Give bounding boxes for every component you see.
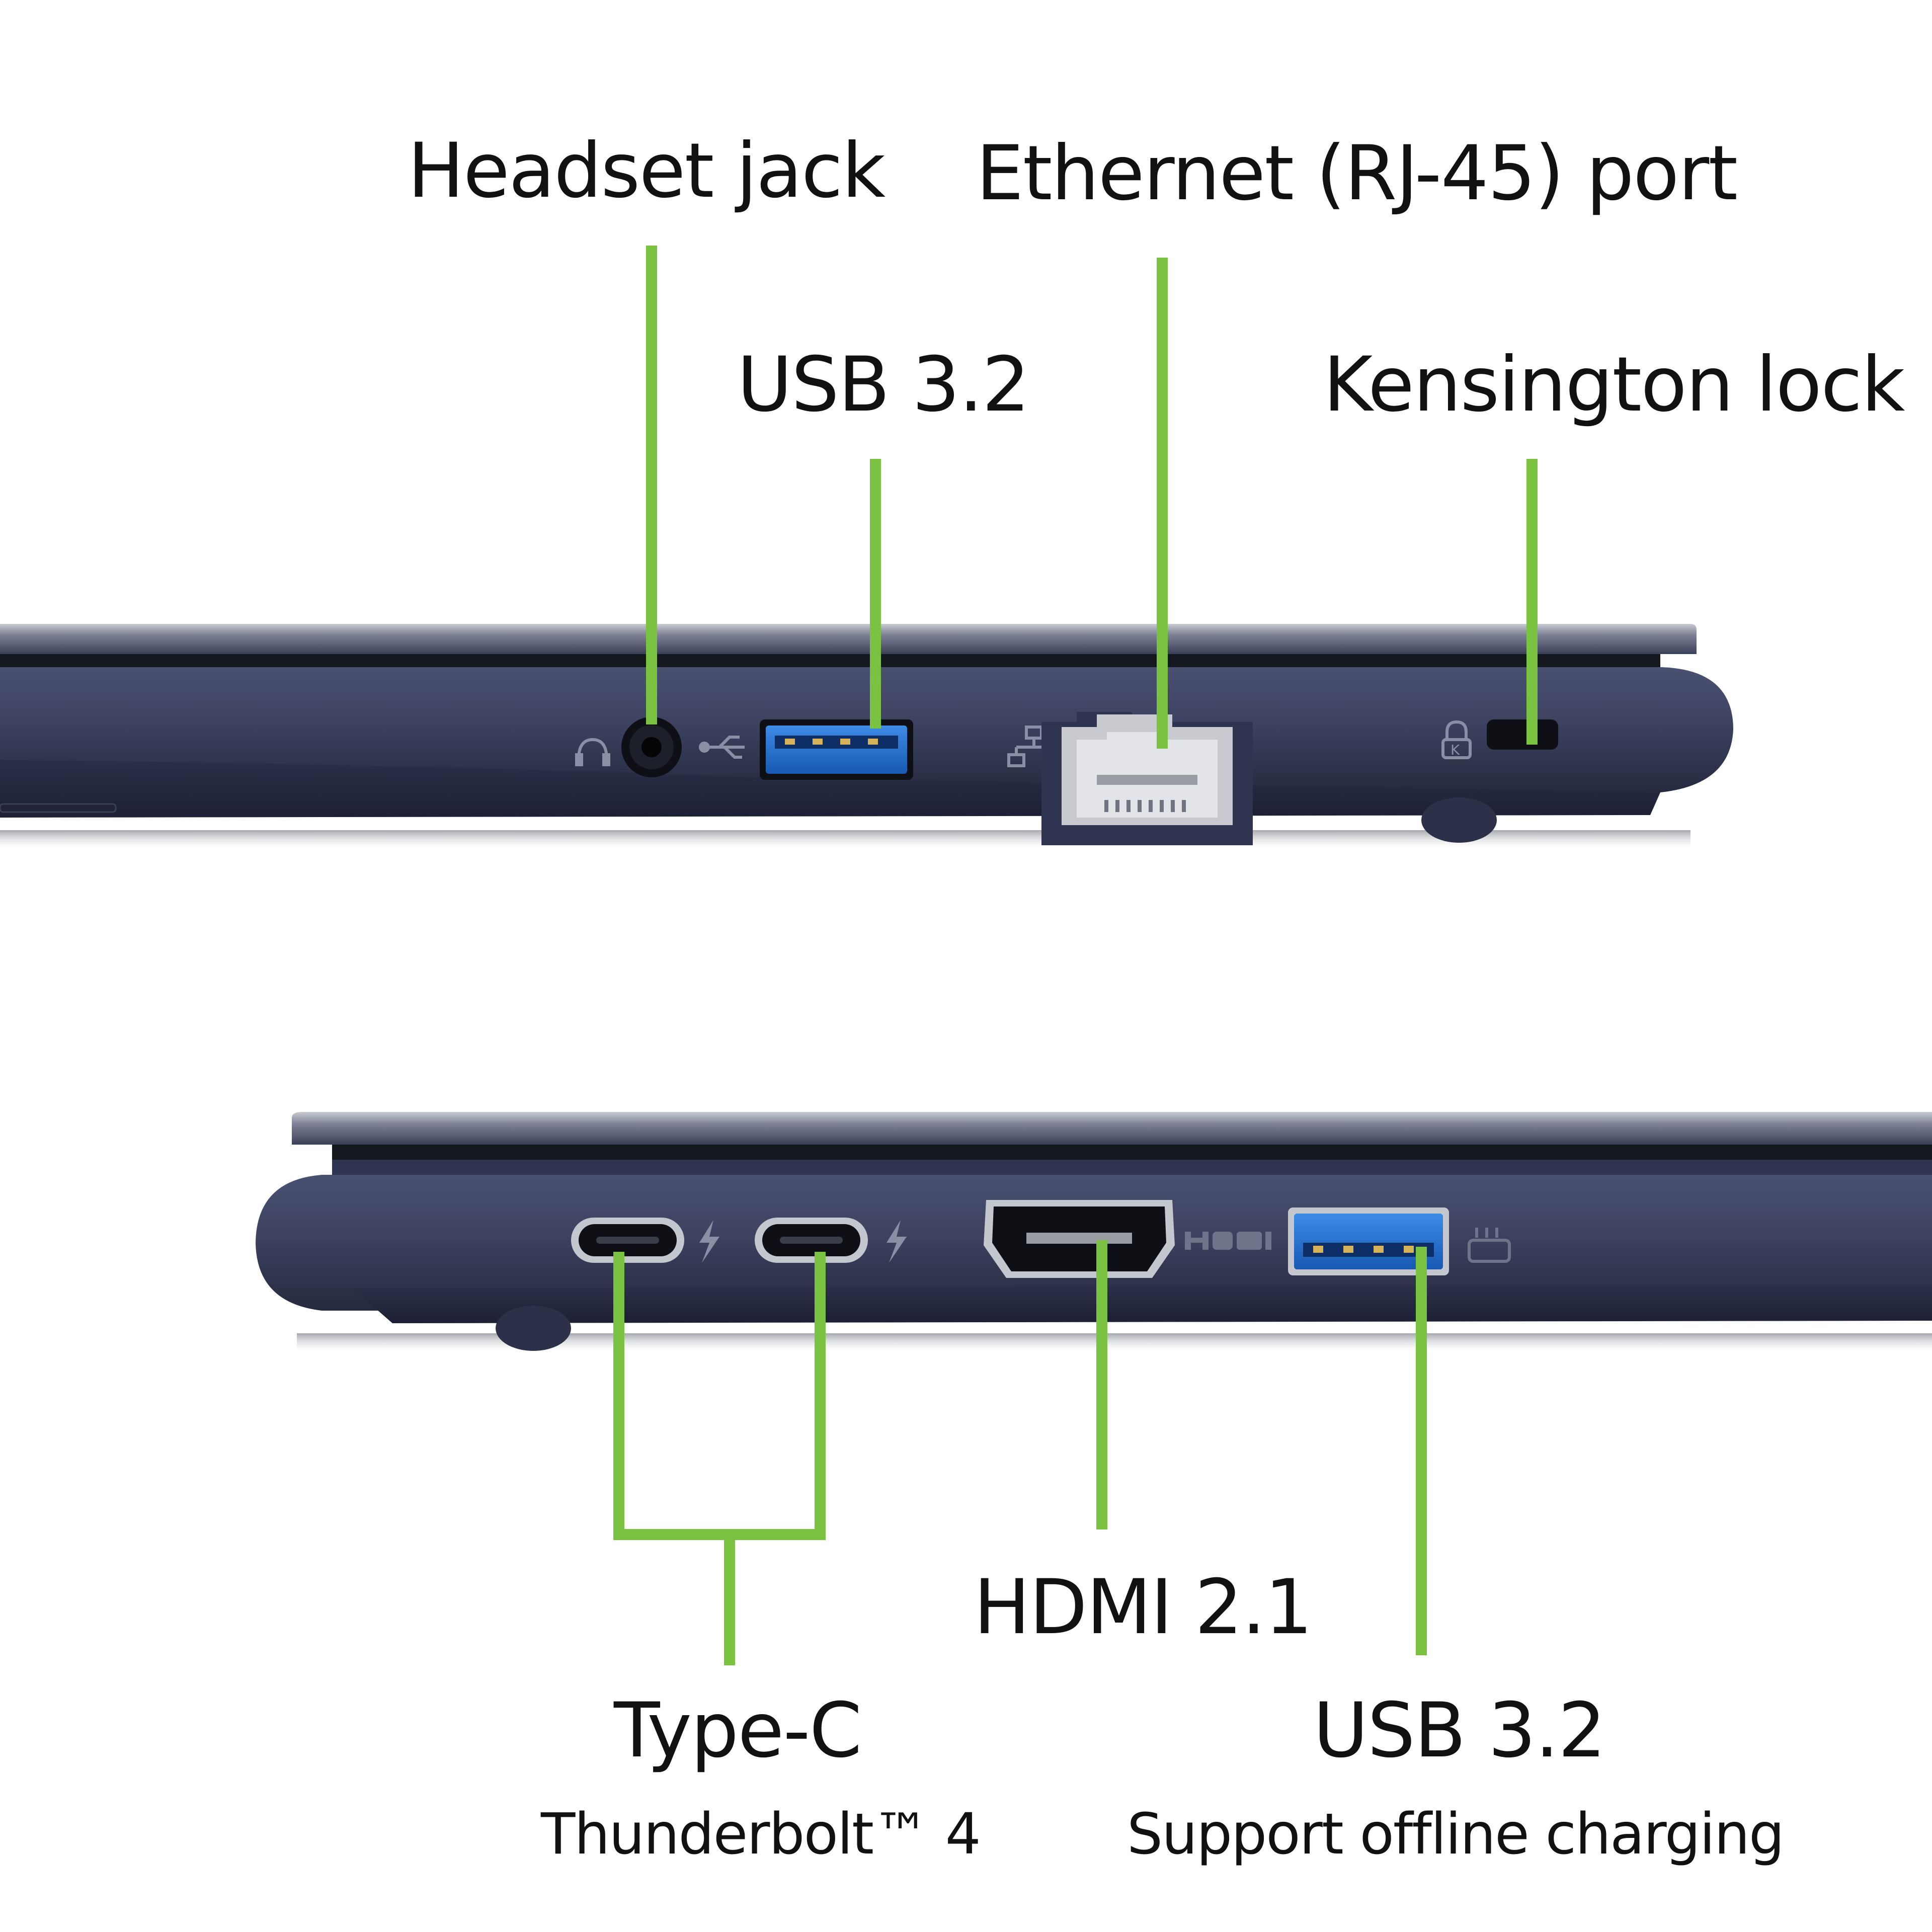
usb-c-port-2 (755, 1218, 868, 1263)
label-headset-jack: Headset jack (408, 127, 886, 215)
thunderbolt-icon (887, 1220, 907, 1263)
lid-gap (332, 1145, 1932, 1160)
label-type-c: Type-C (614, 1687, 862, 1775)
rubber-foot (1421, 797, 1497, 843)
hdmi-icon (1185, 1232, 1271, 1250)
headset-icon (575, 738, 610, 766)
callout-lines-bottom (613, 1240, 1427, 1665)
usb-a-port (760, 719, 913, 780)
thunderbolt-icon (699, 1220, 719, 1263)
rubber-foot (496, 1306, 571, 1351)
laptop-base (352, 1285, 1932, 1323)
shadow (0, 830, 1691, 850)
speaker-grille (0, 803, 117, 813)
label-hdmi: HDMI 2.1 (974, 1564, 1313, 1651)
lid-gap (0, 654, 1660, 667)
lid-bottom-edge (332, 1160, 1932, 1175)
shadow (297, 1333, 1932, 1353)
usb-charge-icon (1468, 1228, 1511, 1263)
usb-c-port-1 (571, 1218, 684, 1263)
label-ethernet-port: Ethernet (RJ-45) port (976, 130, 1738, 217)
callout-line-typec (613, 1252, 826, 1665)
headset-jack (621, 717, 682, 777)
laptop-right-side-view (256, 1112, 1932, 1665)
laptop-lid (292, 1112, 1932, 1145)
lock-icon: K (1441, 720, 1472, 759)
label-usb-bottom: USB 3.2 (1313, 1687, 1606, 1775)
kensington-lock-slot (1487, 719, 1558, 750)
hdmi-port (984, 1200, 1175, 1278)
label-thunderbolt: Thunderbolt™ 4 (541, 1802, 981, 1867)
usb-a-port (1288, 1208, 1449, 1275)
laptop-lid (0, 624, 1697, 654)
svg-text:K: K (1451, 742, 1460, 758)
callout-lines-top (646, 246, 1538, 749)
label-usb-top: USB 3.2 (737, 341, 1030, 429)
ethernet-port (1041, 712, 1253, 845)
usb-icon (699, 736, 745, 759)
laptop-left-side-view: K (0, 246, 1733, 850)
label-offline-charging: Support offline charging (1127, 1802, 1785, 1867)
label-kensington-lock: Kensington lock (1323, 341, 1905, 429)
